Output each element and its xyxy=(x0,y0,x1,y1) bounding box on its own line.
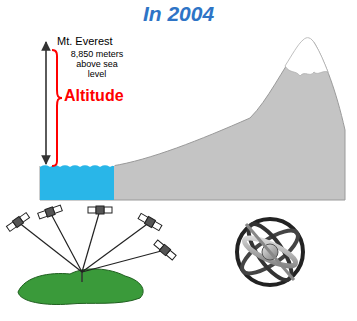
signal-line xyxy=(82,250,165,272)
sea xyxy=(40,166,114,200)
mountain xyxy=(40,38,345,200)
signal-line xyxy=(50,212,82,272)
mountain-name: Mt. Everest xyxy=(57,35,113,47)
satellite xyxy=(88,206,112,214)
altitude-label: Altitude xyxy=(64,87,124,105)
satellite xyxy=(153,239,177,261)
title: In 2004 xyxy=(0,2,357,26)
satellite xyxy=(37,204,62,220)
gyroscope-icon xyxy=(236,218,304,286)
satellite xyxy=(138,213,163,232)
height-value: 8,850 meters above sea level xyxy=(68,49,126,79)
signal-line xyxy=(82,210,100,272)
signal-line xyxy=(18,222,82,272)
waves xyxy=(40,165,114,167)
signal-line xyxy=(82,222,150,272)
height-arrow xyxy=(45,42,47,164)
brace xyxy=(52,50,62,166)
satellite xyxy=(6,212,30,232)
gps-illustration xyxy=(6,204,177,304)
